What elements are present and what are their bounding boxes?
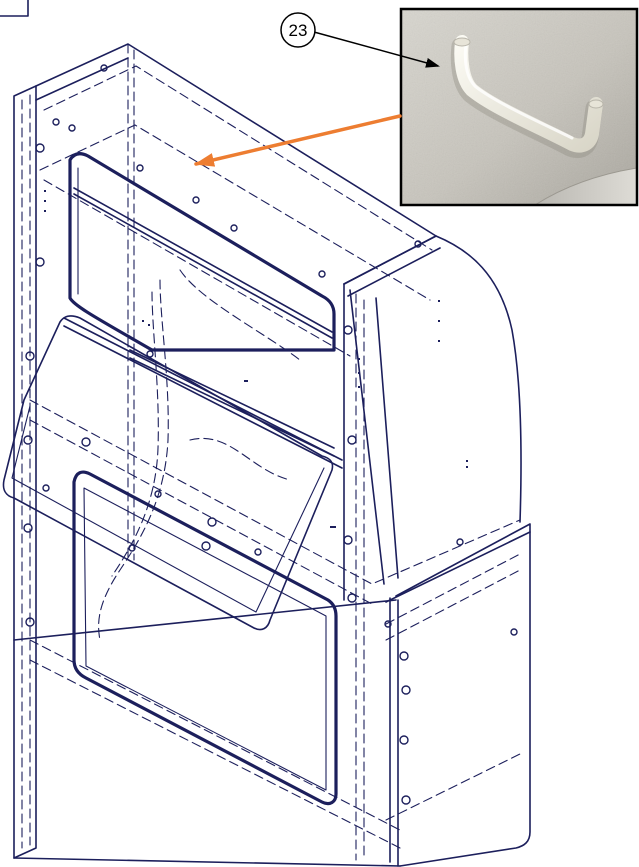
callout-number: 23 xyxy=(289,21,308,40)
callout-23: 23 xyxy=(280,12,440,68)
inset-photo-border xyxy=(399,7,639,207)
hole-dots xyxy=(44,190,468,528)
sash-panel xyxy=(2,315,334,631)
hood-roof-curve xyxy=(435,235,522,523)
fastener-group xyxy=(23,64,518,805)
callout-circle xyxy=(280,12,316,48)
cabinet-drawing xyxy=(2,43,531,867)
orange-arrow-icon xyxy=(194,114,402,167)
lower-window-frame xyxy=(72,470,338,806)
top-back-panel xyxy=(35,43,437,285)
left-side-panel xyxy=(13,85,37,859)
upper-window-frame xyxy=(68,152,336,352)
handle-photo xyxy=(450,35,604,158)
inset-photo xyxy=(399,7,639,207)
callout-leader-arrow xyxy=(313,31,440,68)
base-cabinet xyxy=(395,523,531,867)
corner-frame-fragment xyxy=(0,0,29,17)
